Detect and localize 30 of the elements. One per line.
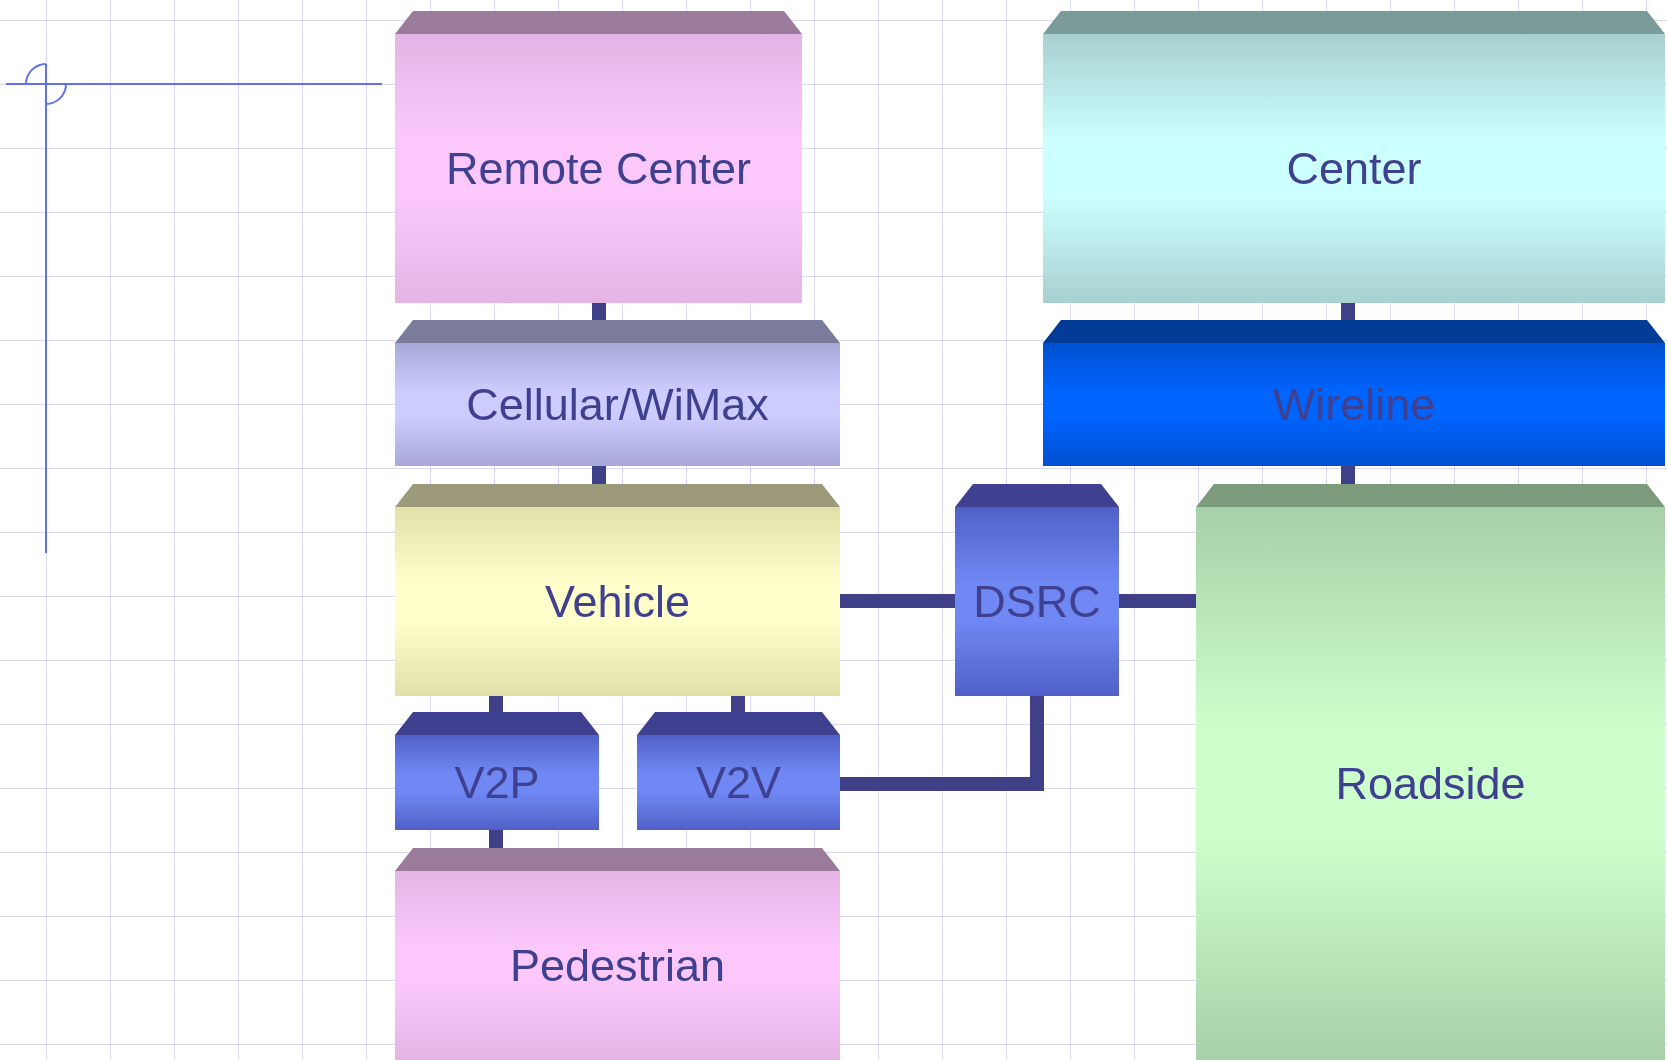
- box-label: DSRC: [973, 575, 1101, 628]
- connector-line: [1341, 303, 1355, 320]
- box-label: Roadside: [1335, 757, 1526, 810]
- process-box: [395, 848, 840, 1060]
- process-box: [395, 484, 840, 696]
- connector-line: [731, 696, 745, 712]
- box-label: Cellular/WiMax: [466, 378, 769, 431]
- connector-line: [489, 830, 503, 848]
- box-label: V2P: [454, 756, 540, 809]
- connector-line: [840, 594, 955, 608]
- box-label: V2V: [695, 756, 782, 809]
- box-label: Vehicle: [544, 575, 691, 628]
- box-label: Center: [1286, 142, 1422, 195]
- box-label: Remote Center: [445, 142, 752, 195]
- connector-line: [592, 466, 606, 484]
- process-box: [637, 712, 840, 830]
- process-box: [395, 712, 599, 830]
- connector-line: [1119, 594, 1196, 608]
- process-box: [1043, 320, 1665, 466]
- process-box: [395, 320, 840, 466]
- box-label: Wireline: [1272, 378, 1436, 431]
- process-box: [1043, 11, 1665, 303]
- connector-line: [840, 696, 1044, 791]
- box-label: Pedestrian: [509, 939, 726, 992]
- connector-line: [489, 696, 503, 712]
- connector-line: [592, 303, 606, 320]
- process-box: [395, 11, 802, 303]
- connector-line: [1341, 466, 1355, 484]
- process-box: [955, 484, 1119, 696]
- process-box: [1196, 484, 1665, 1060]
